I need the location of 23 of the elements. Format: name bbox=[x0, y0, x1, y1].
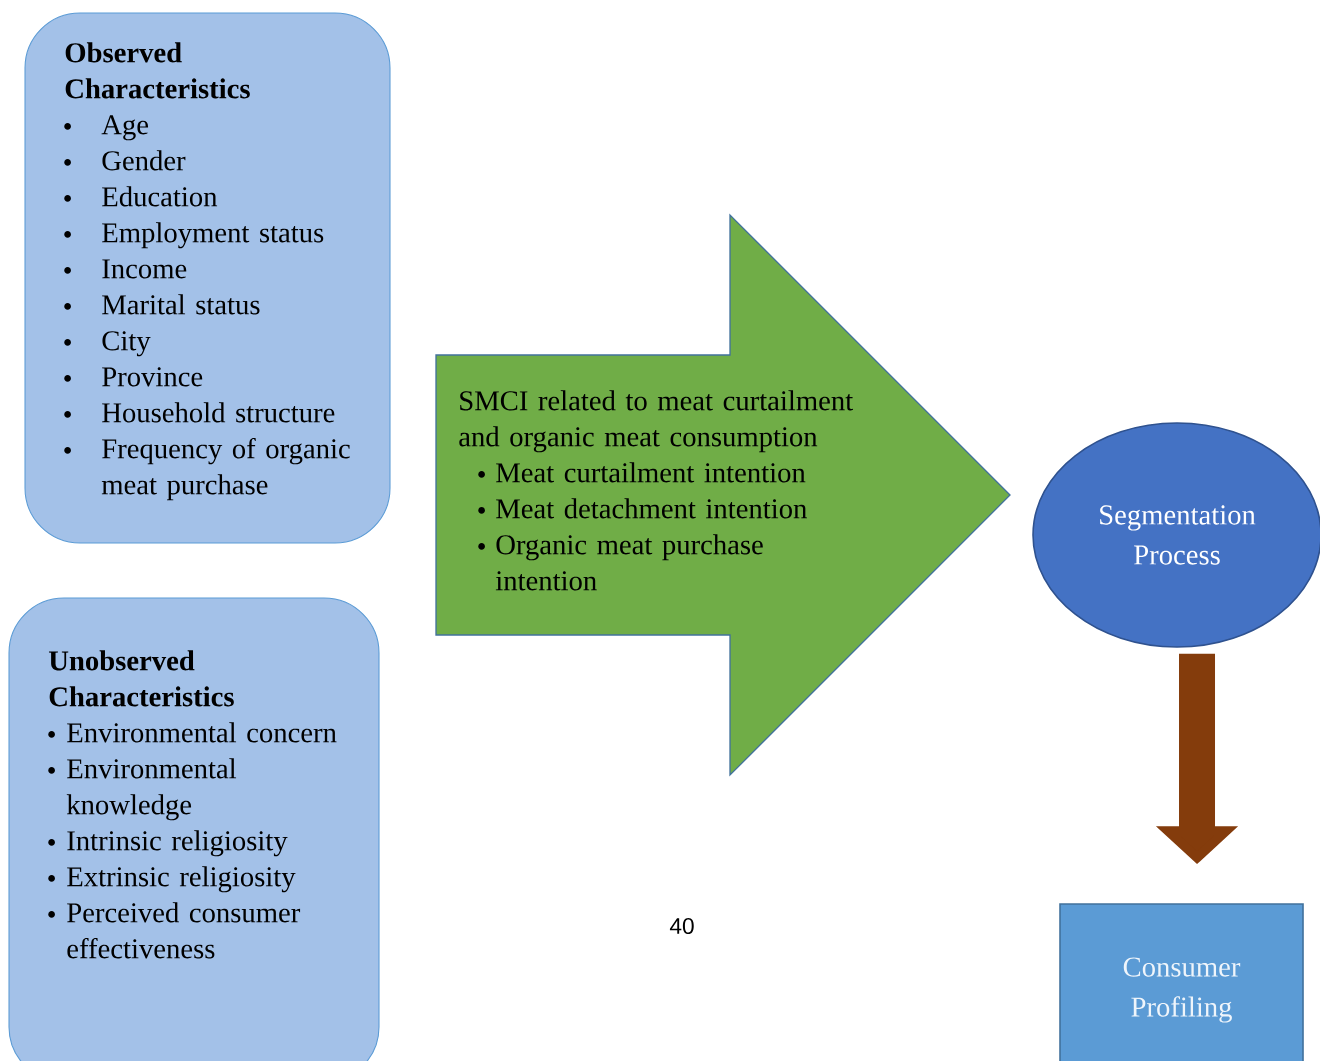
bullet-item: Meat detachment intention bbox=[496, 498, 807, 519]
bullet-item: Age bbox=[101, 115, 149, 141]
bullet-item: Meat curtailment intention bbox=[496, 462, 806, 483]
bullet-item: Gender bbox=[102, 150, 186, 171]
bullet-item: Perceived consumer effectiveness bbox=[67, 902, 301, 959]
rectangle-box: Consumer Profiling bbox=[1059, 903, 1304, 1061]
bullet-item: Province bbox=[102, 367, 203, 387]
heading: SMCI related to meat curtailment and organic meat consumption bbox=[459, 390, 853, 453]
bullet-item: Environmental concern bbox=[67, 722, 337, 743]
bullet-item: Organic meat purchase intention bbox=[495, 534, 763, 591]
bullet-item: Employment status bbox=[102, 222, 324, 249]
heading: Observed Characteristics bbox=[65, 42, 250, 99]
bullet-item: Intrinsic religiosity bbox=[67, 830, 288, 857]
bullet-item: City bbox=[102, 331, 151, 357]
bullet-item: Extrinsic religiosity bbox=[67, 866, 296, 893]
bullet-item: Marital status bbox=[102, 294, 260, 315]
bullet-item: Frequency of organic meat purchase bbox=[101, 438, 350, 501]
bullet-item: Education bbox=[102, 186, 218, 207]
bullet-item: Household structure bbox=[102, 402, 335, 423]
page-number: 40 bbox=[669, 918, 694, 935]
bullet-item: Environmental knowledge bbox=[66, 758, 237, 821]
heading: Unobserved Characteristics bbox=[49, 650, 234, 707]
bullet-item: Income bbox=[102, 259, 187, 279]
